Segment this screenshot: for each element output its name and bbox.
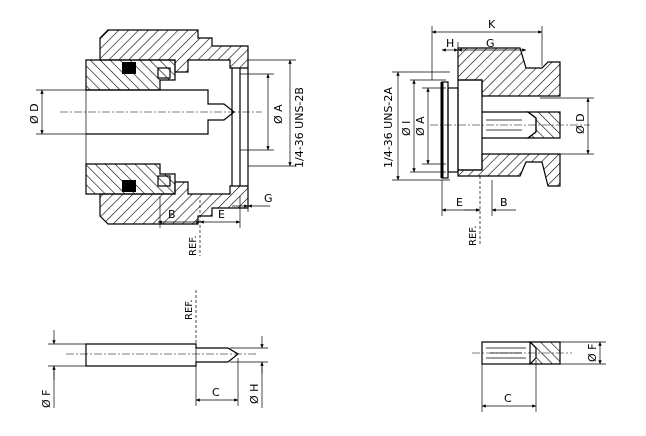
view3-dia-h-label: Ø H (248, 384, 261, 404)
view4-dia-f-label: Ø F (586, 344, 599, 362)
view1-ref-label: REF. (188, 235, 199, 256)
view3-dia-f-label: Ø F (40, 390, 53, 408)
view-1-jack-section: Ø D Ø A 1/4-36 UNS-2B REF. B E G (28, 29, 306, 256)
view1-b-label: B (168, 208, 176, 221)
view2-h-label: H (446, 37, 454, 50)
view1-g-label: G (264, 192, 273, 205)
view2-ref-label: REF. (468, 225, 479, 246)
view2-dia-i-label: Ø I (400, 121, 413, 136)
view2-e-label: E (456, 196, 463, 209)
view-4-socket-contact: Ø F C (472, 341, 606, 412)
view3-ref-label: REF. (184, 299, 195, 320)
view2-g-label: G (486, 37, 495, 50)
view2-dia-a-label: Ø A (414, 116, 427, 136)
view3-c-label: C (212, 386, 220, 399)
view2-k-label: K (488, 18, 496, 31)
view1-thread-label: 1/4-36 UNS-2B (293, 87, 306, 168)
view2-b-label: B (500, 196, 508, 209)
view1-dia-d-label: Ø D (28, 103, 41, 124)
view2-dia-d-label: Ø D (574, 113, 587, 134)
view-3-center-pin: REF. Ø F C Ø H (40, 290, 268, 408)
view-2-plug-section: K H G 1/4-36 UNS-2A Ø I Ø A Ø D REF. E (382, 18, 594, 246)
view1-dia-a-label: Ø A (272, 104, 285, 124)
view4-c-label: C (504, 392, 512, 405)
view1-e-label: E (218, 208, 225, 221)
view2-thread-label: 1/4-36 UNS-2A (382, 87, 395, 168)
